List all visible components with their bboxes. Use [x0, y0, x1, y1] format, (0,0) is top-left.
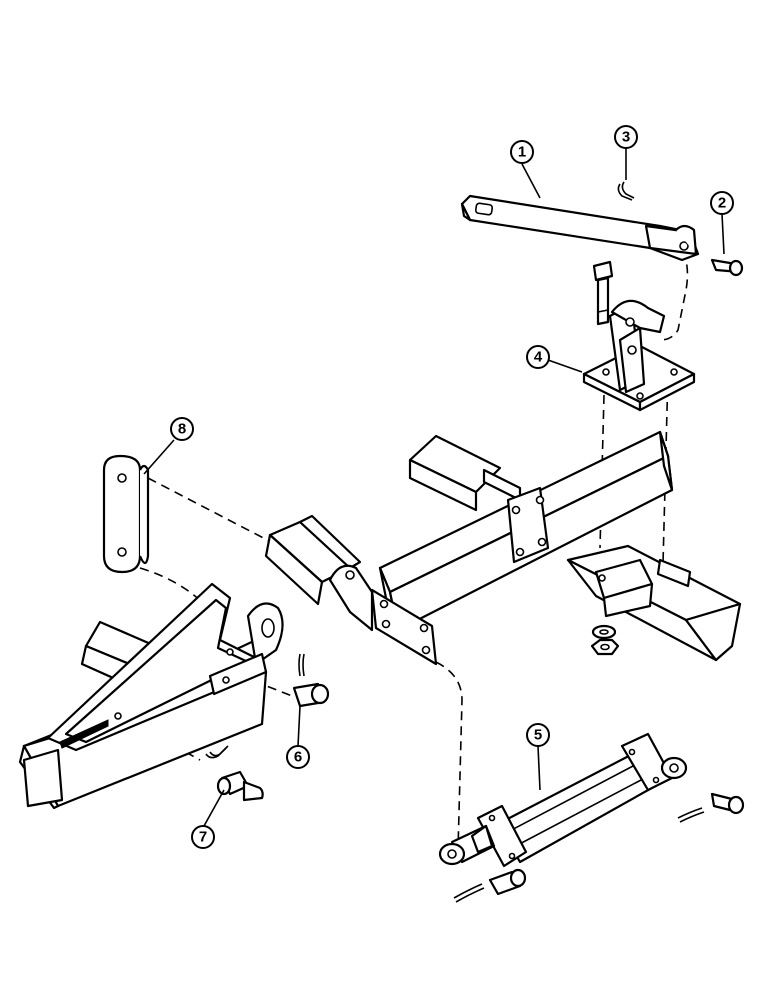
callout-leaders	[143, 148, 725, 827]
callout-6: 6	[286, 745, 310, 769]
part-1-link-arm	[460, 194, 700, 262]
frame-angle-rear	[408, 434, 522, 512]
hex-nut	[590, 638, 620, 656]
callout-8: 8	[170, 417, 194, 441]
part-3-cotter-pin	[617, 181, 635, 201]
callout-7: 7	[191, 825, 215, 849]
part-8-link-plate	[102, 454, 150, 574]
lock-washer	[591, 624, 617, 640]
callout-1: 1	[510, 140, 534, 164]
svg-text:6: 6	[294, 749, 302, 766]
part-2-clevis-pin	[710, 258, 744, 277]
part-7-elbow-pin	[205, 745, 264, 802]
svg-text:4: 4	[534, 349, 543, 366]
frame-mount-plate-center	[506, 486, 550, 564]
svg-text:1: 1	[518, 144, 526, 161]
callout-5: 5	[526, 723, 550, 747]
assembly-guide-lines	[119, 249, 689, 851]
frame-mount-plate-left	[328, 564, 438, 666]
cylinder-rear-pin	[710, 792, 745, 815]
part-4-mounting-bracket	[582, 260, 696, 412]
svg-text:2: 2	[718, 195, 726, 212]
frame-side-tube-right	[566, 544, 742, 662]
callout-3: 3	[614, 125, 638, 149]
callout-4: 4	[526, 345, 550, 369]
cylinder-rear-cotter-pin	[677, 807, 705, 823]
cylinder-front-cotter-pin	[453, 883, 485, 903]
frame-angle-left	[264, 514, 362, 606]
svg-text:8: 8	[178, 421, 186, 438]
svg-text:3: 3	[622, 129, 630, 146]
svg-text:7: 7	[199, 829, 207, 846]
svg-text:5: 5	[534, 727, 542, 744]
callout-2: 2	[710, 191, 734, 215]
part-6-pin	[292, 653, 330, 708]
left-beam-assembly	[18, 582, 284, 810]
cylinder-front-pin	[488, 868, 527, 896]
part-5-hydraulic-cylinder	[438, 732, 688, 868]
